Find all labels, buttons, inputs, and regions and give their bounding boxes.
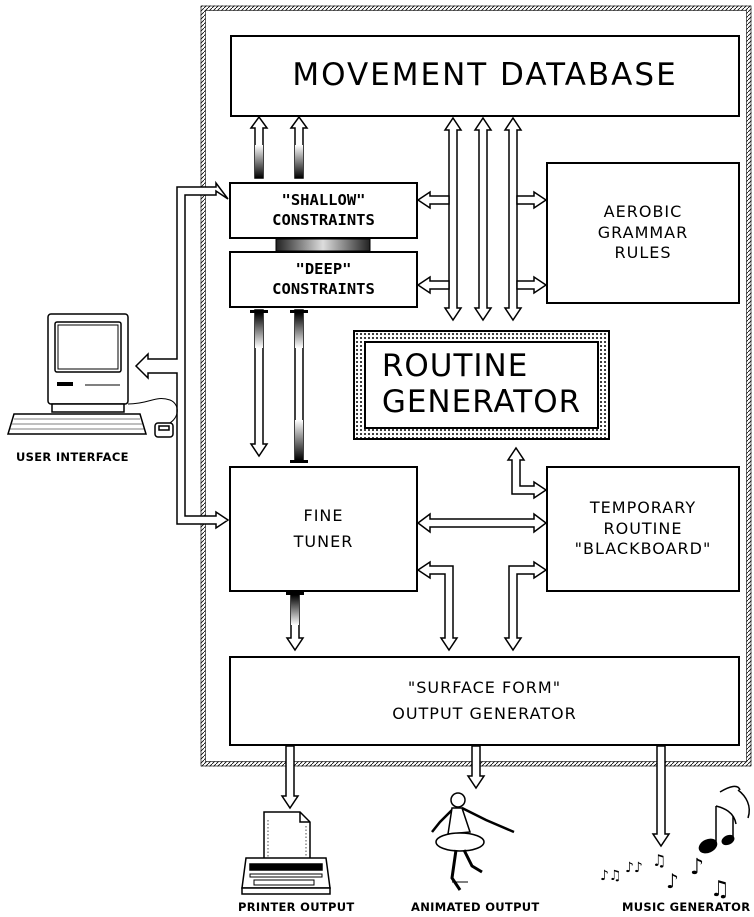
deep-fine-arrow-right xyxy=(290,310,308,463)
surface-form-generator-label: "SURFACE FORM" OUTPUT GENERATOR xyxy=(392,675,577,726)
music-notes-icon: ♪♫ ♪♪ ♫ ♪ ♪ ♫ xyxy=(600,786,749,902)
db-to-routine-arrow xyxy=(475,118,491,320)
user-interface-caption: USER INTERFACE xyxy=(16,450,129,464)
computer-icon xyxy=(8,314,177,437)
grammar-link-arrow-lower xyxy=(517,277,546,293)
movement-database-box: MOVEMENT DATABASE xyxy=(230,35,740,117)
routine-generator-box: ROUTINE GENERATOR xyxy=(353,330,610,440)
db-shallow-arrow-left xyxy=(251,117,267,178)
svg-text:♪: ♪ xyxy=(666,869,679,893)
shallow-db-link-arrow xyxy=(418,192,449,208)
fine-blackboard-arrow xyxy=(418,514,546,532)
animated-output-arrow xyxy=(468,746,484,788)
db-shallow-arrow-right xyxy=(291,117,307,178)
shallow-constraints-box: "SHALLOW" CONSTRAINTS xyxy=(229,182,418,239)
music-generator-caption: MUSIC GENERATOR xyxy=(622,900,750,914)
deep-fine-arrow-left xyxy=(250,310,268,456)
deep-constraints-label: "DEEP" CONSTRAINTS xyxy=(272,260,375,300)
svg-text:♪♫: ♪♫ xyxy=(600,868,622,884)
music-output-arrow xyxy=(653,746,669,846)
constraints-link xyxy=(276,239,370,251)
surface-form-generator-box: "SURFACE FORM" OUTPUT GENERATOR xyxy=(229,656,740,746)
fine-to-surface-arrow xyxy=(418,562,457,650)
routine-blackboard-arrow xyxy=(508,448,546,498)
shallow-constraints-label: "SHALLOW" CONSTRAINTS xyxy=(272,191,375,231)
animated-output-caption: ANIMATED OUTPUT xyxy=(411,900,540,914)
temporary-blackboard-label: TEMPORARY ROUTINE "BLACKBOARD" xyxy=(575,498,712,559)
aerobic-grammar-rules-label: AEROBIC GRAMMAR RULES xyxy=(598,202,688,263)
deep-db-link-arrow xyxy=(418,277,449,293)
routine-generator-label: ROUTINE GENERATOR xyxy=(382,349,581,420)
movement-database-label: MOVEMENT DATABASE xyxy=(292,56,677,96)
svg-text:♫: ♫ xyxy=(652,851,666,870)
dancer-icon xyxy=(432,793,514,890)
deep-constraints-box: "DEEP" CONSTRAINTS xyxy=(229,251,418,308)
svg-text:♪: ♪ xyxy=(690,855,704,880)
ui-bus-arrow xyxy=(136,183,228,528)
printer-icon xyxy=(242,812,330,894)
printer-output-caption: PRINTER OUTPUT xyxy=(238,900,355,914)
fine-tuner-box: FINE TUNER xyxy=(229,466,418,592)
svg-text:♪♪: ♪♪ xyxy=(625,860,643,876)
svg-text:♫: ♫ xyxy=(710,877,730,902)
fine-tuner-label: FINE TUNER xyxy=(294,503,354,554)
aerobic-grammar-rules-box: AEROBIC GRAMMAR RULES xyxy=(546,162,740,304)
temporary-blackboard-box: TEMPORARY ROUTINE "BLACKBOARD" xyxy=(546,466,740,592)
blackboard-to-surface-arrow xyxy=(505,562,546,650)
printer-output-arrow xyxy=(282,746,298,808)
grammar-link-arrow-upper xyxy=(517,192,546,208)
fine-surface-arrow xyxy=(286,592,304,650)
